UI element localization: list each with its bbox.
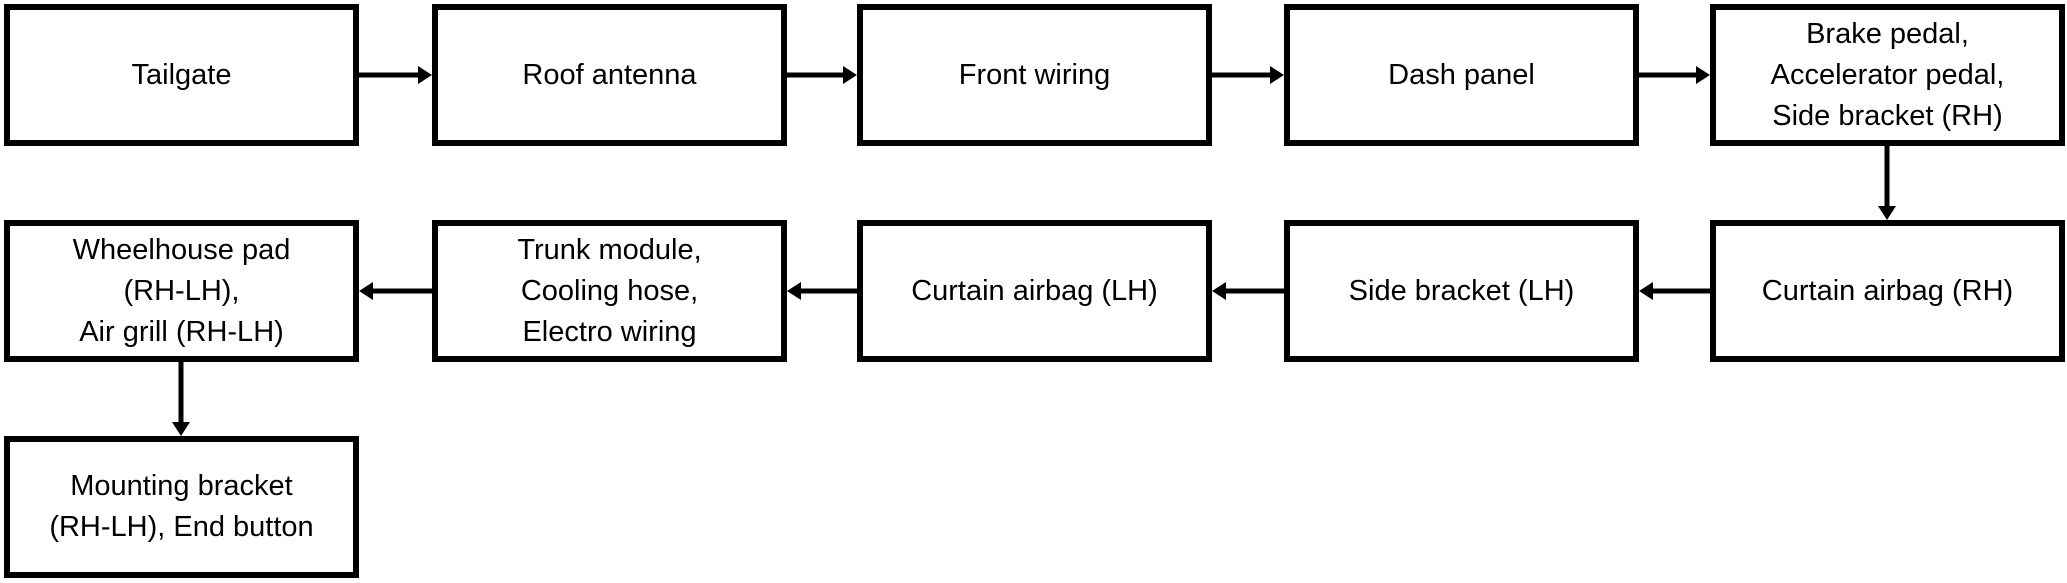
step-label: Wheelhouse pad (RH-LH), Air grill (RH-LH… xyxy=(72,233,291,348)
step-label: Tailgate xyxy=(131,58,232,91)
step-tailgate: Tailgate xyxy=(4,4,359,146)
step-label: Side bracket (LH) xyxy=(1348,274,1575,307)
step-roof-antenna: Roof antenna xyxy=(432,4,787,146)
step-label: Dash panel xyxy=(1388,58,1535,91)
arrowhead-4 xyxy=(1696,66,1710,84)
step-mounting-bracket-end-button: Mounting bracket (RH-LH), End button xyxy=(4,436,359,578)
step-label: Trunk module, Cooling hose, Electro wiri… xyxy=(517,233,702,348)
step-label: Brake pedal, Accelerator pedal, Side bra… xyxy=(1770,17,2005,132)
step-wheelhouse-pad-air-grill: Wheelhouse pad (RH-LH), Air grill (RH-LH… xyxy=(4,220,359,362)
arrowhead-8 xyxy=(787,282,801,300)
arrowhead-6 xyxy=(1639,282,1653,300)
step-brake-accelerator-side-bracket-rh: Brake pedal, Accelerator pedal, Side bra… xyxy=(1710,4,2065,146)
step-dash-panel: Dash panel xyxy=(1284,4,1639,146)
arrowhead-1 xyxy=(418,66,432,84)
arrowhead-7 xyxy=(1212,282,1226,300)
step-curtain-airbag-rh: Curtain airbag (RH) xyxy=(1710,220,2065,362)
step-label: Mounting bracket (RH-LH), End button xyxy=(49,470,314,543)
arrowhead-5 xyxy=(1878,206,1896,220)
arrowhead-3 xyxy=(1270,66,1284,84)
step-trunk-module-cooling-hose-electro-wiring: Trunk module, Cooling hose, Electro wiri… xyxy=(432,220,787,362)
step-label: Roof antenna xyxy=(522,58,697,91)
step-label: Curtain airbag (RH) xyxy=(1761,274,2014,307)
step-curtain-airbag-lh: Curtain airbag (LH) xyxy=(857,220,1212,362)
step-front-wiring: Front wiring xyxy=(857,4,1212,146)
step-side-bracket-lh: Side bracket (LH) xyxy=(1284,220,1639,362)
arrowhead-9 xyxy=(359,282,373,300)
step-label: Front wiring xyxy=(958,58,1111,91)
arrowhead-2 xyxy=(843,66,857,84)
step-label: Curtain airbag (LH) xyxy=(911,274,1158,307)
arrowhead-10 xyxy=(172,422,190,436)
